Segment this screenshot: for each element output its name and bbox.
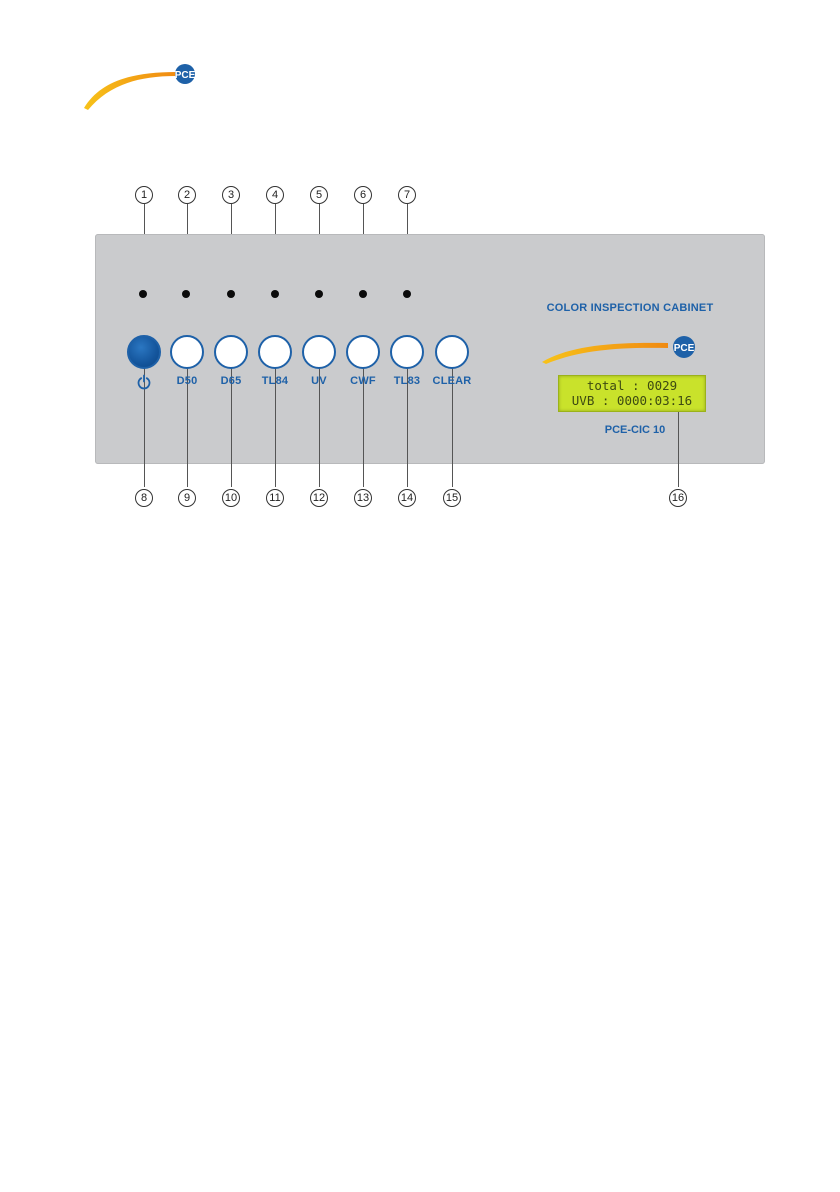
panel-logo-text: PCE <box>674 343 695 354</box>
indicator-led-5 <box>315 290 323 298</box>
indicator-led-6 <box>359 290 367 298</box>
indicator-led-3 <box>227 290 235 298</box>
leader-line <box>407 352 408 487</box>
cwf-button[interactable] <box>346 335 380 369</box>
power-button[interactable] <box>127 335 161 369</box>
pce-logo: PCE <box>80 62 210 112</box>
logo-text: PCE <box>175 70 196 81</box>
panel-pce-logo: PCE <box>540 334 700 364</box>
tl84-button[interactable] <box>258 335 292 369</box>
callout-15: 15 <box>443 489 461 507</box>
leader-line <box>187 352 188 487</box>
callout-8: 8 <box>135 489 153 507</box>
callout-14: 14 <box>398 489 416 507</box>
callout-6: 6 <box>354 186 372 204</box>
indicator-led-7 <box>403 290 411 298</box>
indicator-led-4 <box>271 290 279 298</box>
callout-12: 12 <box>310 489 328 507</box>
model-label: PCE-CIC 10 <box>560 424 710 436</box>
leader-line <box>319 352 320 487</box>
callout-3: 3 <box>222 186 240 204</box>
d50-button[interactable] <box>170 335 204 369</box>
cabinet-title: COLOR INSPECTION CABINET <box>520 302 740 314</box>
indicator-led-1 <box>139 290 147 298</box>
panel-logo-swoosh <box>542 343 668 364</box>
callout-16: 16 <box>669 489 687 507</box>
d65-button[interactable] <box>214 335 248 369</box>
callout-10: 10 <box>222 489 240 507</box>
callout-1: 1 <box>135 186 153 204</box>
logo-swoosh <box>84 72 176 110</box>
leader-line <box>275 352 276 487</box>
lcd-line-total: total : 0029 <box>559 378 705 393</box>
uv-button[interactable] <box>302 335 336 369</box>
indicator-led-2 <box>182 290 190 298</box>
lcd-display: total : 0029 UVB : 0000:03:16 <box>558 375 706 412</box>
leader-line <box>452 352 453 487</box>
callout-13: 13 <box>354 489 372 507</box>
tl83-button[interactable] <box>390 335 424 369</box>
callout-11: 11 <box>266 489 284 507</box>
callout-9: 9 <box>178 489 196 507</box>
lcd-line-uvb: UVB : 0000:03:16 <box>559 393 705 408</box>
leader-line <box>144 352 145 487</box>
clear-button[interactable] <box>435 335 469 369</box>
callout-2: 2 <box>178 186 196 204</box>
callout-7: 7 <box>398 186 416 204</box>
callout-4: 4 <box>266 186 284 204</box>
clear-label: CLEAR <box>422 375 482 387</box>
callout-5: 5 <box>310 186 328 204</box>
leader-line <box>231 352 232 487</box>
power-icon <box>136 374 152 390</box>
leader-line <box>363 352 364 487</box>
